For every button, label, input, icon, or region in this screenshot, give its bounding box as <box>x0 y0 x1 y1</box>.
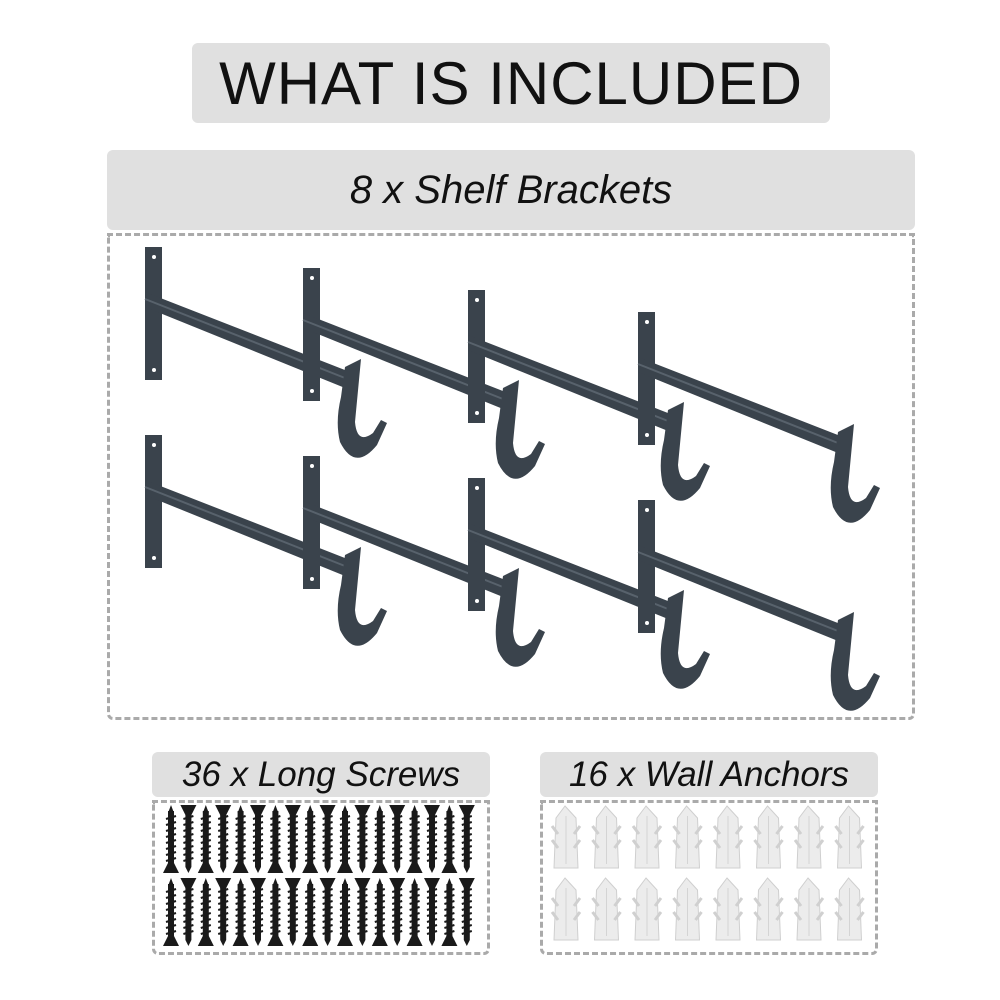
screw <box>424 878 440 946</box>
wall-anchor <box>591 877 622 941</box>
screw <box>284 878 301 946</box>
wall-anchor <box>591 805 622 869</box>
screw <box>458 878 475 946</box>
wall-anchor <box>793 805 825 869</box>
screw <box>163 805 179 873</box>
screw <box>354 878 371 946</box>
screw <box>250 878 266 946</box>
screw <box>458 805 475 873</box>
wall-anchor <box>550 877 582 941</box>
screw <box>197 878 214 946</box>
screw <box>180 878 197 946</box>
screw <box>371 805 388 873</box>
screw <box>441 805 458 873</box>
screw <box>250 805 266 873</box>
shelf-bracket <box>637 312 880 523</box>
shelf-bracket <box>467 478 710 689</box>
wall-anchor <box>712 877 744 941</box>
wall-anchor <box>672 805 703 869</box>
screw <box>337 805 353 873</box>
wall-anchor <box>834 877 865 941</box>
shelf-brackets-area <box>107 233 915 720</box>
screws-header: 36 x Long Screws <box>152 752 490 797</box>
screw <box>197 805 214 873</box>
wall-anchor <box>672 877 703 941</box>
screw <box>441 878 458 946</box>
screw <box>389 805 406 873</box>
screw <box>163 878 179 946</box>
wall-anchor <box>550 805 582 869</box>
shelf-bracket <box>302 456 545 667</box>
screw <box>424 805 440 873</box>
screw <box>215 805 232 873</box>
screw <box>389 878 406 946</box>
screw <box>284 805 301 873</box>
screw <box>232 805 249 873</box>
screw <box>319 878 336 946</box>
screw <box>232 878 249 946</box>
wall-anchor <box>631 877 663 941</box>
anchors-area <box>540 800 878 955</box>
screw <box>354 805 371 873</box>
wall-anchor <box>631 805 663 869</box>
screw <box>267 805 284 873</box>
wall-anchor <box>712 805 744 869</box>
screw <box>406 805 423 873</box>
shelf-brackets-header: 8 x Shelf Brackets <box>107 150 915 230</box>
screw <box>267 878 284 946</box>
screw <box>302 805 319 873</box>
page-title: WHAT IS INCLUDED <box>192 43 830 123</box>
screw <box>337 878 353 946</box>
screw <box>215 878 232 946</box>
screw <box>180 805 197 873</box>
screw <box>302 878 319 946</box>
screw <box>319 805 336 873</box>
anchors-header: 16 x Wall Anchors <box>540 752 878 797</box>
wall-anchor <box>834 805 865 869</box>
shelf-bracket <box>637 500 880 711</box>
shelf-bracket <box>144 435 387 646</box>
screws-area <box>152 800 490 955</box>
shelf-bracket <box>302 268 545 479</box>
screw <box>406 878 423 946</box>
shelf-bracket <box>144 247 387 458</box>
screw <box>371 878 388 946</box>
wall-anchor <box>753 877 784 941</box>
wall-anchor <box>793 877 825 941</box>
wall-anchor <box>753 805 784 869</box>
